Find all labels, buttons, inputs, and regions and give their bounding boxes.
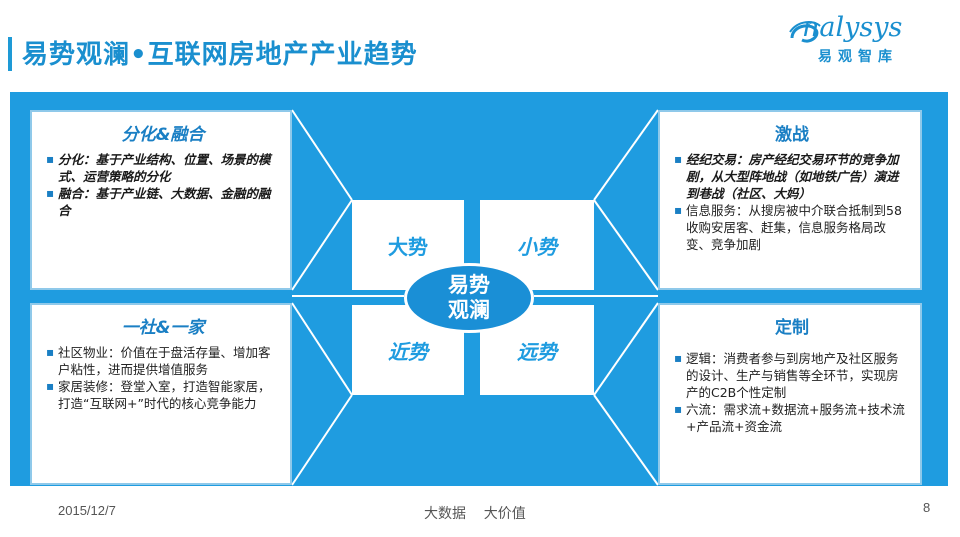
center-line-1: 易势: [448, 273, 490, 297]
box-customization: 定制 逻辑：消费者参与到房地产及社区服务的设计、生产与销售等全环节，实现房产的C…: [658, 303, 922, 485]
page-number: 8: [923, 500, 931, 515]
center-ellipse: 易势 观澜: [404, 263, 534, 333]
box-community-home: 一社&一家 社区物业：价值在于盘活存量、增加客户粘性，进而提供增值服务 家居装修…: [30, 303, 292, 485]
list-item: 经纪交易：房产经纪交易环节的竞争加剧，从大型阵地战（如地铁广告）演进到巷战（社区…: [674, 151, 910, 202]
logo-wordmark: nalysys: [802, 12, 903, 43]
list-item: 社区物业：价值在于盘活存量、增加客户粘性，进而提供增值服务: [46, 344, 280, 378]
logo-chinese: 易观智库: [818, 49, 898, 65]
footer-slogan: 大数据 大价值: [424, 506, 526, 522]
box-differentiation-fusion: 分化&融合 分化：基于产业结构、位置、场景的模式、运营策略的分化 融合：基于产业…: [30, 110, 292, 290]
box-fierce-competition: 激战 经纪交易：房产经纪交易环节的竞争加剧，从大型阵地战（如地铁广告）演进到巷战…: [658, 110, 922, 290]
list-item: 家居装修：登堂入室，打造智能家居，打造“互联网+”时代的核心竞争能力: [46, 378, 280, 412]
quadrant-big-trend: 大势: [352, 200, 464, 290]
analysys-logo: nalysys 易观智库: [788, 12, 938, 72]
box-heading: 激战: [775, 125, 809, 145]
center-line-2: 观澜: [448, 298, 490, 322]
box-heading: 一社&一家: [121, 318, 205, 338]
list-item: 六流：需求流+数据流+服务流+技术流+产品流+资金流: [674, 401, 910, 435]
box-heading: 分化&融合: [121, 125, 205, 145]
slide-title: 易势观澜•互联网房地产产业趋势: [22, 40, 418, 70]
title-accent-bar: [8, 37, 12, 71]
logo-swoosh-icon: [789, 21, 821, 43]
footer-date: 2015/12/7: [58, 503, 116, 518]
list-item: 分化：基于产业结构、位置、场景的模式、运营策略的分化: [46, 151, 280, 185]
box-heading: 定制: [775, 318, 809, 338]
list-item: 融合：基于产业链、大数据、金融的融合: [46, 185, 280, 219]
list-item: 逻辑：消费者参与到房地产及社区服务的设计、生产与销售等全环节，实现房产的C2B个…: [674, 350, 910, 401]
list-item: 信息服务：从搜房被中介联合抵制到58收购安居客、赶集，信息服务格局改变、竞争加剧: [674, 202, 910, 253]
